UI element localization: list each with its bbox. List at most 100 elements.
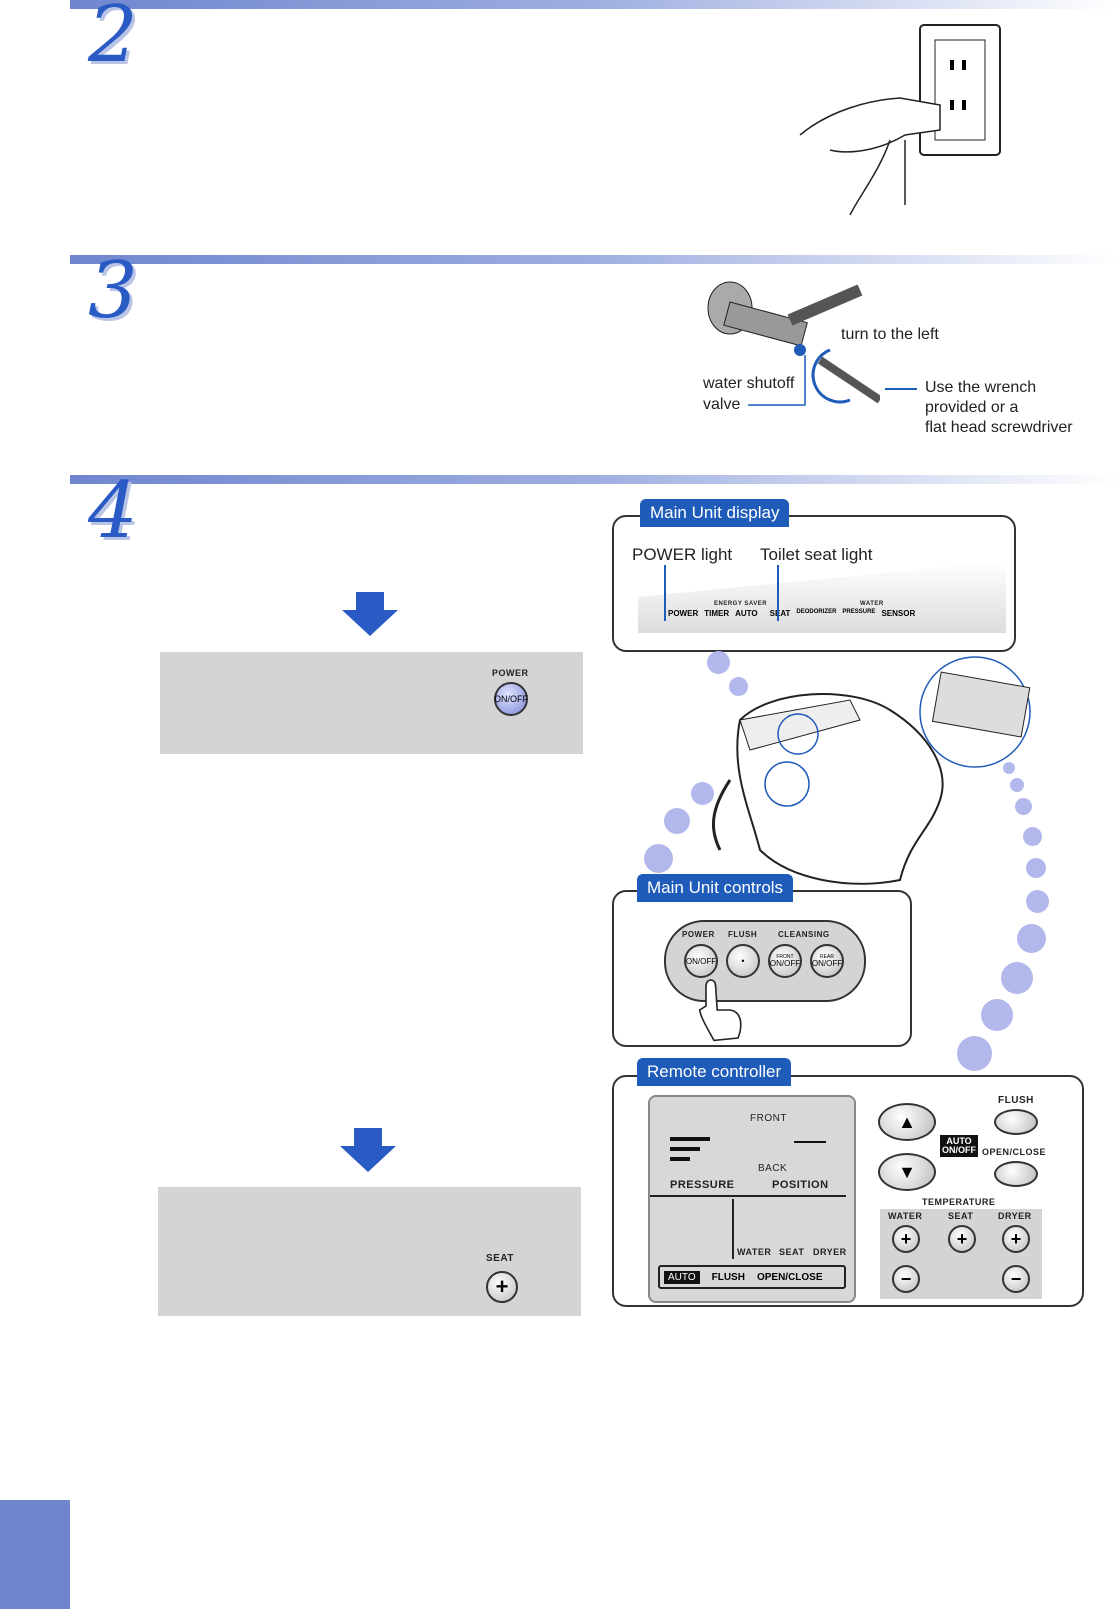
seat-label: SEAT bbox=[486, 1253, 514, 1264]
bubble bbox=[1010, 778, 1024, 792]
section-bar-2 bbox=[70, 0, 1118, 9]
bubble bbox=[957, 1036, 992, 1071]
remote-lcd: FRONT BACK PRESSURE POSITION WATER SEAT … bbox=[648, 1095, 856, 1303]
pressure-label: PRESSURE bbox=[670, 1179, 735, 1191]
status-row: AUTO FLUSH OPEN/CLOSE bbox=[658, 1265, 846, 1289]
remote-controller-panel: FRONT BACK PRESSURE POSITION WATER SEAT … bbox=[612, 1075, 1084, 1307]
position-label: POSITION bbox=[772, 1179, 829, 1191]
energy-saver-label: ENERGY SAVER bbox=[714, 601, 768, 607]
flush-status: FLUSH bbox=[711, 1271, 745, 1283]
instruction-box: SEAT + bbox=[158, 1187, 581, 1316]
seat-temp-plus[interactable]: + bbox=[948, 1225, 976, 1253]
valve-label: valve bbox=[703, 396, 741, 413]
divider bbox=[732, 1199, 734, 1259]
indicator-power: POWER bbox=[668, 609, 699, 618]
flush-label: FLUSH bbox=[728, 930, 758, 939]
wrench-label: flat head screwdriver bbox=[925, 419, 1073, 436]
flush-label: FLUSH bbox=[998, 1095, 1034, 1106]
pressure-bar bbox=[670, 1157, 690, 1161]
section-bar-3 bbox=[70, 255, 1118, 264]
temperature-label: TEMPERATURE bbox=[922, 1197, 996, 1207]
indicator-pressure: PRESSURE bbox=[842, 609, 876, 615]
remote-tag: Remote controller bbox=[637, 1058, 792, 1086]
indicator-sensor: SENSOR bbox=[881, 609, 916, 618]
bubble bbox=[664, 808, 690, 834]
bubble bbox=[644, 844, 673, 873]
position-down-button[interactable]: ▼ bbox=[878, 1153, 936, 1191]
power-on-off-button[interactable]: ON/OFF bbox=[684, 944, 718, 978]
bubble bbox=[691, 782, 714, 805]
step-number: 3 bbox=[88, 246, 138, 336]
water-bar-label: WATER bbox=[737, 1247, 772, 1257]
bubble bbox=[1003, 762, 1015, 774]
rear-sub-label: REAR bbox=[820, 953, 834, 960]
open-close-label: OPEN/CLOSE bbox=[982, 1147, 1047, 1157]
down-arrow-icon bbox=[340, 1128, 396, 1172]
down-arrow-icon bbox=[342, 592, 398, 636]
front-sub-label: FRONT bbox=[776, 953, 794, 960]
toilet-illustration bbox=[711, 692, 944, 885]
bubble bbox=[1017, 924, 1046, 953]
position-bar bbox=[794, 1141, 826, 1143]
bubble bbox=[1015, 798, 1032, 815]
pressure-bar bbox=[670, 1137, 710, 1141]
bubble bbox=[1026, 890, 1049, 913]
rear-on-off-button[interactable]: REAR ON/OFF bbox=[810, 944, 844, 978]
dryer-temp-minus[interactable]: − bbox=[1002, 1265, 1030, 1293]
valve-wrench-illustration bbox=[707, 281, 880, 406]
flush-button[interactable]: • bbox=[726, 944, 760, 978]
auto-label: AUTO bbox=[664, 1270, 700, 1284]
cleansing-label: CLEANSING bbox=[778, 930, 830, 939]
indicator-row: POWER TIMER AUTO SEAT DEODORIZER PRESSUR… bbox=[668, 609, 915, 618]
section-bar-4 bbox=[70, 475, 1118, 484]
seat-bar-label: SEAT bbox=[779, 1247, 805, 1257]
seat-light-label: Toilet seat light bbox=[760, 545, 873, 564]
page-corner-block bbox=[0, 1500, 70, 1609]
leader-line bbox=[885, 388, 917, 390]
main-unit-controls-panel: POWER FLUSH CLEANSING ON/OFF • FRONT ON/… bbox=[612, 890, 912, 1047]
power-on-off-button[interactable]: ON/OFF bbox=[494, 682, 528, 716]
front-on-off-button[interactable]: FRONT ON/OFF bbox=[768, 944, 802, 978]
water-label: WATER bbox=[860, 601, 884, 607]
bubble bbox=[1001, 962, 1033, 994]
open-close-button[interactable] bbox=[994, 1161, 1038, 1187]
bubble bbox=[1026, 858, 1046, 878]
rear-on-off-label: ON/OFF bbox=[811, 958, 843, 968]
turn-label: turn to the left bbox=[841, 326, 939, 343]
display-tag: Main Unit display bbox=[640, 499, 790, 527]
step-number: 2 bbox=[88, 0, 138, 80]
main-unit-display-panel: POWER light Toilet seat light ENERGY SAV… bbox=[612, 515, 1016, 652]
remote-zoom-illustration bbox=[919, 656, 1031, 768]
open-close-status: OPEN/CLOSE bbox=[756, 1271, 823, 1283]
back-label: BACK bbox=[758, 1163, 788, 1174]
step-number: 4 bbox=[88, 466, 138, 556]
seat-temp-label: SEAT bbox=[948, 1211, 974, 1221]
water-temp-plus[interactable]: + bbox=[892, 1225, 920, 1253]
bubble bbox=[1023, 827, 1042, 846]
seat-plus-button[interactable]: + bbox=[486, 1271, 518, 1303]
bubble bbox=[729, 677, 748, 696]
flush-button[interactable] bbox=[994, 1109, 1038, 1135]
power-light-label: POWER light bbox=[632, 545, 733, 564]
position-up-button[interactable]: ▲ bbox=[878, 1103, 936, 1141]
indicator-deodorizer: DEODORIZER bbox=[796, 609, 837, 615]
water-temp-minus[interactable]: − bbox=[892, 1265, 920, 1293]
display-strip bbox=[638, 561, 1006, 633]
front-on-off-label: ON/OFF bbox=[769, 958, 801, 968]
instruction-box: POWER ON/OFF bbox=[160, 652, 583, 754]
water-temp-label: WATER bbox=[888, 1211, 923, 1221]
dryer-temp-plus[interactable]: + bbox=[1002, 1225, 1030, 1253]
dryer-bar-label: DRYER bbox=[813, 1247, 847, 1257]
bubble bbox=[707, 651, 730, 674]
bubble bbox=[981, 999, 1013, 1031]
wrench-label: provided or a bbox=[925, 399, 1019, 416]
leader-line bbox=[777, 565, 779, 621]
indicator-timer: TIMER bbox=[704, 609, 730, 618]
front-label: FRONT bbox=[750, 1113, 787, 1124]
valve-label: water shutoff bbox=[703, 375, 795, 392]
control-pill: POWER FLUSH CLEANSING ON/OFF • FRONT ON/… bbox=[664, 920, 866, 1002]
power-label: POWER bbox=[682, 930, 715, 939]
pressure-bar bbox=[670, 1147, 700, 1151]
indicator-seat: SEAT bbox=[769, 609, 791, 618]
